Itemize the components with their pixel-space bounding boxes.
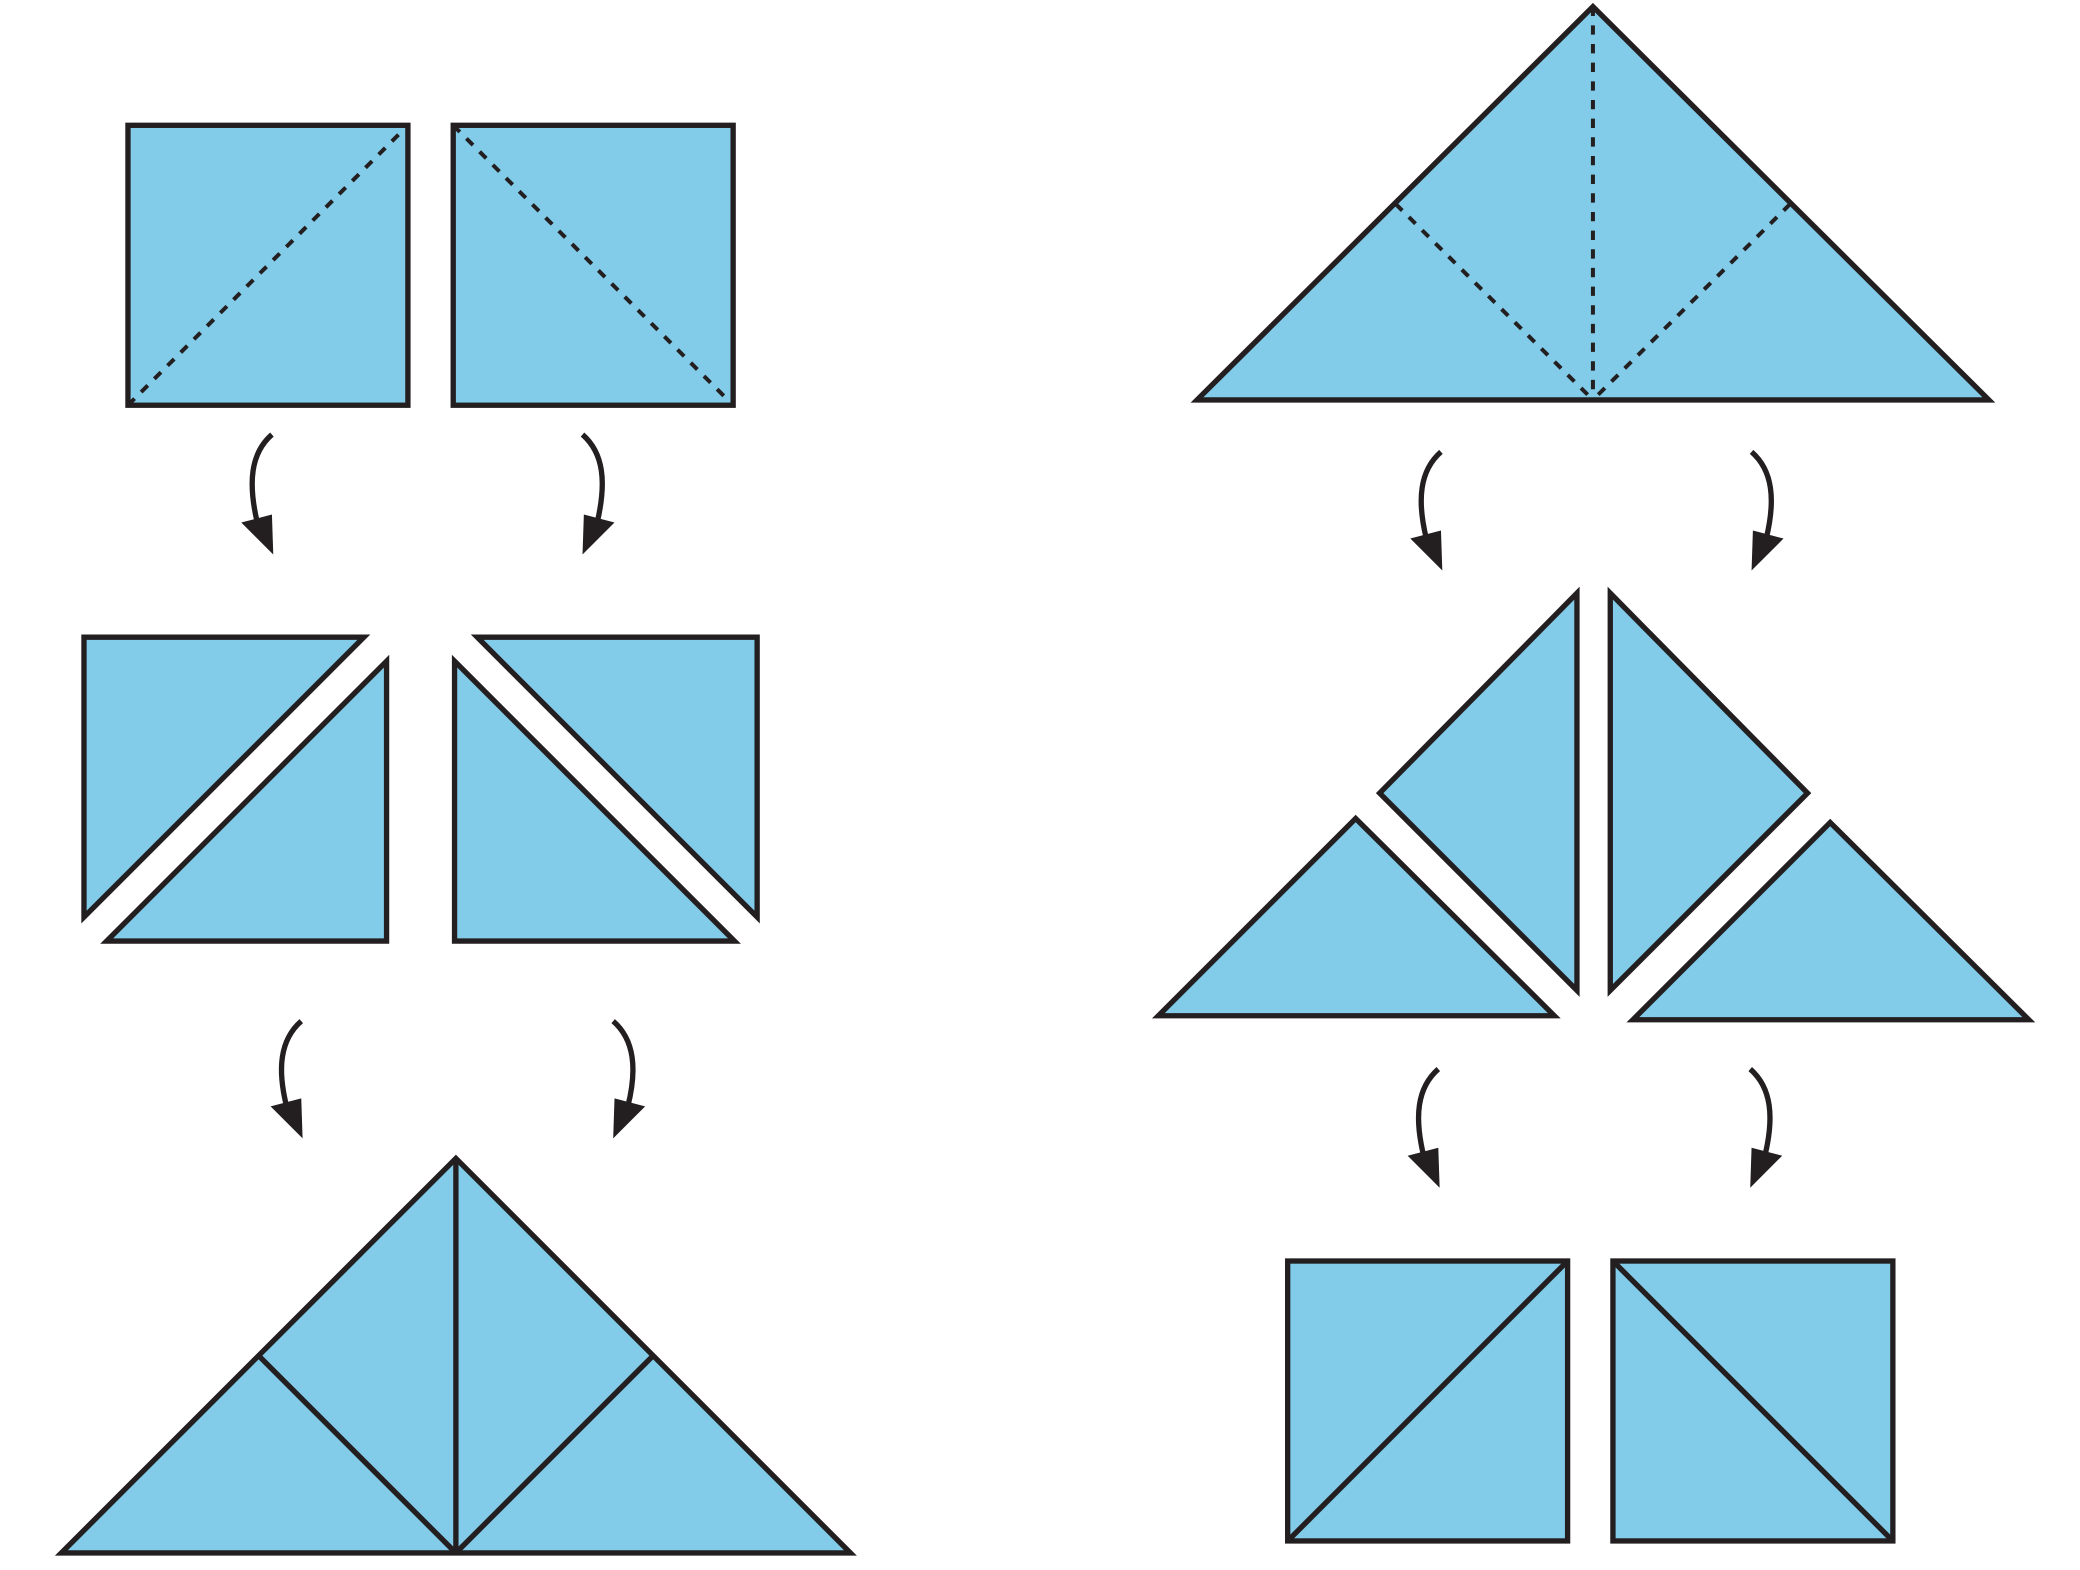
right-column <box>1151 2 2036 1544</box>
triangle-piece <box>1626 818 2036 1023</box>
curved-down-arrow-icon <box>1410 449 1443 571</box>
square-piece <box>125 122 411 408</box>
left-step1-square-a <box>125 122 411 408</box>
triangle-piece <box>451 654 741 944</box>
square-piece <box>450 122 736 408</box>
curved-down-arrow-icon <box>580 432 615 555</box>
dashed-right <box>1591 202 1792 402</box>
seam-left <box>256 1353 458 1555</box>
right-step1-folded-triangle <box>1190 2 1996 403</box>
left-step2-cut-square-b <box>451 634 760 944</box>
left-step3-assembled-triangle <box>54 1154 857 1556</box>
seam-diagonal <box>1285 1259 1570 1543</box>
curved-down-arrow-icon <box>1748 1067 1783 1188</box>
curved-down-arrow-icon <box>1407 1067 1441 1188</box>
right-step3-square-b <box>1610 1258 1896 1544</box>
triangle-piece <box>470 634 760 924</box>
triangle-piece <box>81 634 371 924</box>
curved-down-arrow-icon <box>1749 449 1784 571</box>
triangle-piece <box>1607 586 1812 997</box>
seam-diagonal <box>1611 1259 1895 1543</box>
curved-down-arrow-icon <box>270 1019 304 1139</box>
triangle-piece <box>1151 814 1561 1019</box>
dashed-left <box>1394 202 1595 402</box>
left-step2-cut-square-a <box>81 634 390 944</box>
triangle-piece <box>100 654 390 944</box>
right-step3-square-a <box>1285 1258 1571 1544</box>
left-step1-square-b <box>450 122 736 408</box>
seam-right <box>454 1353 656 1555</box>
triangle-piece <box>1375 586 1580 997</box>
left-column <box>54 122 857 1556</box>
curved-down-arrow-icon <box>241 432 274 555</box>
curved-down-arrow-icon <box>611 1019 646 1139</box>
right-step2-separated-triangles <box>1151 586 2036 1023</box>
